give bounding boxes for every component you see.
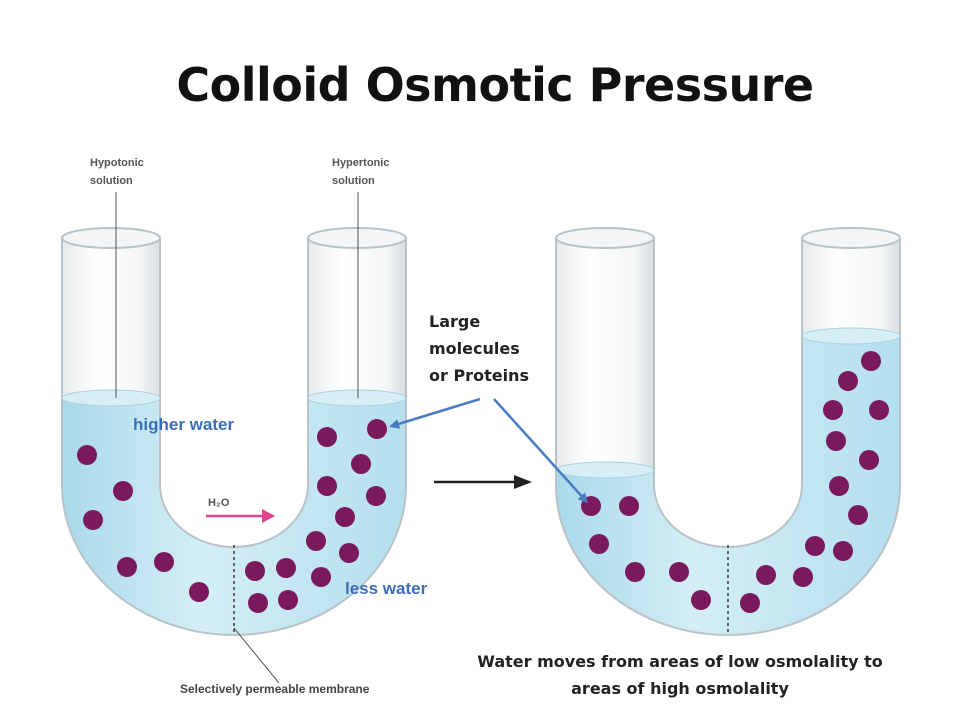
protein-particle <box>367 419 387 439</box>
less-water-label: less water <box>345 579 428 598</box>
protein-particle <box>317 476 337 496</box>
protein-particle <box>826 431 846 451</box>
water-flow-arrow <box>206 509 275 523</box>
right-tube-right-arm-glass <box>801 237 901 337</box>
protein-particle <box>339 543 359 563</box>
right-tube-water <box>555 335 901 636</box>
protein-particle <box>311 567 331 587</box>
membrane-pointer-line <box>233 627 280 684</box>
annotation-line3: or Proteins <box>429 366 529 385</box>
protein-particle <box>838 371 858 391</box>
annotation-line1: Large <box>429 312 480 331</box>
protein-particle <box>691 590 711 610</box>
protein-particle <box>859 450 879 470</box>
water-formula-label: H₂O <box>208 497 230 509</box>
caption-line2: areas of high osmolality <box>571 679 789 698</box>
protein-particle <box>245 561 265 581</box>
protein-particle <box>740 593 760 613</box>
protein-particle <box>869 400 889 420</box>
protein-particle <box>113 481 133 501</box>
hypertonic-label-line2: solution <box>332 175 375 187</box>
right-u-tube <box>555 227 901 636</box>
protein-particle <box>829 476 849 496</box>
annotation-arrow-left <box>389 397 481 429</box>
protein-particle <box>805 536 825 556</box>
right-tube-left-arm-rim <box>555 227 655 249</box>
protein-particle <box>589 534 609 554</box>
protein-particle <box>366 486 386 506</box>
hypertonic-label-line1: Hypertonic <box>332 157 389 169</box>
protein-particle <box>276 558 296 578</box>
protein-particle <box>154 552 174 572</box>
protein-particle <box>861 351 881 371</box>
protein-particle <box>189 582 209 602</box>
protein-particle <box>793 567 813 587</box>
hypotonic-label-line2: solution <box>90 175 133 187</box>
protein-particle <box>756 565 776 585</box>
diagram-title: Colloid Osmotic Pressure <box>176 58 814 112</box>
protein-particle <box>833 541 853 561</box>
left-tube-right-arm-rim <box>307 227 407 249</box>
protein-particle <box>823 400 843 420</box>
protein-particle <box>848 505 868 525</box>
protein-particle <box>351 454 371 474</box>
left-tube-left-arm-rim <box>61 227 161 249</box>
hypotonic-label-line1: Hypotonic <box>90 157 144 169</box>
protein-particle <box>306 531 326 551</box>
transition-arrow <box>434 475 532 489</box>
annotation-arrow-right <box>493 398 589 504</box>
protein-particle <box>117 557 137 577</box>
right-tube-particles <box>581 351 889 613</box>
protein-particle <box>317 427 337 447</box>
right-tube-left-arm-glass <box>555 237 655 471</box>
right-tube-right-surface <box>801 327 901 345</box>
protein-particle <box>625 562 645 582</box>
protein-particle <box>278 590 298 610</box>
right-tube-right-arm-rim <box>801 227 901 249</box>
protein-particle <box>619 496 639 516</box>
protein-particle <box>335 507 355 527</box>
protein-particle <box>77 445 97 465</box>
protein-particle <box>669 562 689 582</box>
left-tube-left-arm-glass <box>61 237 161 399</box>
protein-annotation: Large molecules or Proteins <box>389 312 589 504</box>
left-tube-particles <box>77 419 387 613</box>
left-tube-right-arm-glass <box>307 237 407 399</box>
left-tube-left-surface <box>61 389 161 407</box>
left-u-tube: Hypotonic solution Hypertonic solution h… <box>61 157 428 696</box>
membrane-label: Selectively permeable membrane <box>180 682 370 696</box>
annotation-line2: molecules <box>429 339 520 358</box>
left-tube-right-surface <box>307 389 407 407</box>
protein-particle <box>248 593 268 613</box>
right-tube-left-surface <box>555 461 655 479</box>
higher-water-label: higher water <box>133 415 234 434</box>
protein-particle <box>83 510 103 530</box>
caption-line1: Water moves from areas of low osmolality… <box>477 652 882 671</box>
